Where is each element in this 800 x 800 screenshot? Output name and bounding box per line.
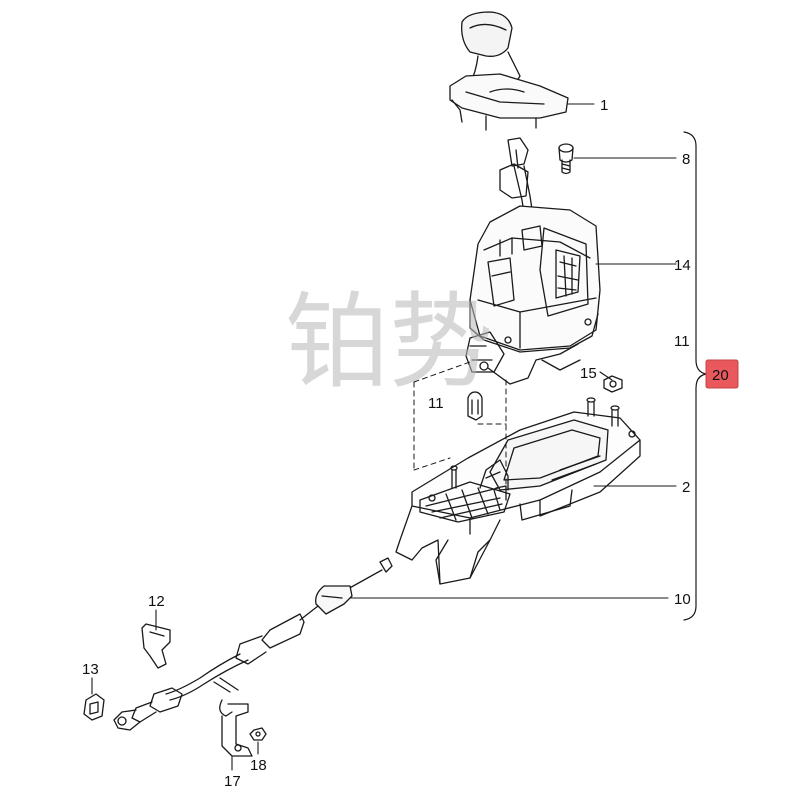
- callout-2[interactable]: 2: [682, 479, 690, 496]
- callout-18[interactable]: 18: [250, 757, 267, 774]
- alignment-lines: [413, 361, 507, 487]
- callout-12[interactable]: 12: [148, 593, 165, 610]
- callout-8[interactable]: 8: [682, 151, 690, 168]
- leader-lines: [91, 103, 677, 771]
- bracket-nut-part: [249, 727, 267, 741]
- callout-1[interactable]: 1: [600, 97, 608, 114]
- selector-mechanism-part: [465, 205, 601, 385]
- assembly-badge[interactable]: [705, 359, 739, 389]
- clip-part: [141, 623, 171, 669]
- callout-10[interactable]: 10: [674, 591, 691, 608]
- callout-11-right[interactable]: 11: [674, 333, 690, 350]
- nut-part: [603, 375, 623, 393]
- callout-17[interactable]: 17: [224, 773, 241, 790]
- gear-knob-part: [449, 11, 569, 131]
- callout-14[interactable]: 14: [674, 257, 691, 274]
- spring-clip-part: [467, 391, 483, 421]
- cable-bracket-part: [219, 699, 253, 757]
- callout-13[interactable]: 13: [82, 661, 99, 678]
- selector-cable-part: [113, 557, 393, 731]
- callout-11-left[interactable]: 11: [428, 395, 444, 412]
- callout-20[interactable]: 20: [712, 367, 729, 384]
- watermark-text: 铂势: [285, 281, 493, 403]
- securing-clip-part: [83, 693, 105, 721]
- bolt-part: [558, 143, 574, 175]
- group-bracket: [683, 131, 707, 621]
- callout-15[interactable]: 15: [580, 365, 597, 382]
- housing-bracket-part: [395, 397, 641, 585]
